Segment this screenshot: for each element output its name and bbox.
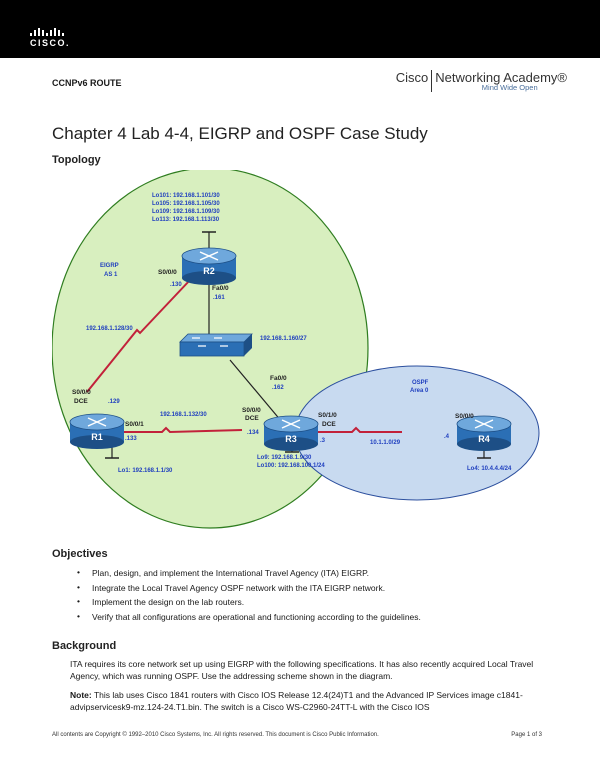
note-paragraph: Note: This lab uses Cisco 1841 routers w… — [70, 689, 540, 713]
r2-loopback-2: Lo105: 192.168.1.105/30 — [152, 201, 220, 207]
link-switch-r3 — [229, 359, 283, 423]
link-r1-r2-subnet: 192.168.1.128/30 — [86, 326, 133, 332]
r3-s010-label: S0/1/0 — [318, 412, 337, 419]
academy-tagline: Mind Wide Open — [481, 83, 538, 92]
topology-heading: Topology — [52, 154, 101, 166]
networking-academy-logo: Cisco Networking Academy® Mind Wide Open — [396, 70, 567, 92]
r1-dce-label: DCE — [74, 398, 88, 405]
page-number: Page 1 of 3 — [511, 732, 542, 738]
footer: All contents are Copyright © 1992–2010 C… — [52, 732, 542, 738]
switch-icon — [179, 333, 253, 357]
objective-item: Integrate the Local Travel Agency OSPF n… — [77, 582, 421, 593]
topology-diagram: R2 R1 R3 R4 EIGRP AS 1 OSPF Area 0 Lo101… — [52, 170, 540, 529]
r3-dce-label: DCE — [245, 415, 259, 422]
r1-s001-ip: .133 — [125, 436, 137, 442]
link-r3-r4 — [292, 426, 402, 433]
cisco-logo: CISCO. — [30, 28, 70, 48]
link-r3-r4-subnet: 10.1.1.0/29 — [370, 440, 401, 446]
r2-loopback-3: Lo109: 192.168.1.109/30 — [152, 209, 220, 215]
r2-fa00-ip: .161 — [213, 295, 225, 301]
r3-s000-label: S0/0/0 — [242, 407, 261, 414]
router-r2-label: R2 — [203, 266, 215, 276]
objective-item: Implement the design on the lab routers. — [77, 596, 421, 607]
academy-brand: Cisco — [395, 70, 429, 85]
r3-loopback-1: Lo9: 192.168.1.9/30 — [257, 455, 312, 461]
r3-loopback-2: Lo100: 192.168.100.1/24 — [257, 463, 325, 469]
note-label: Note: — [70, 690, 92, 700]
course-name: CCNPv6 ROUTE — [52, 78, 122, 88]
footer-copyright: All contents are Copyright © 1992–2010 C… — [52, 732, 379, 738]
router-r1-label: R1 — [91, 432, 103, 442]
r1-s000-ip: .129 — [108, 399, 120, 405]
note-text: This lab uses Cisco 1841 routers with Ci… — [70, 690, 523, 712]
academy-name: Networking Academy® — [435, 70, 567, 85]
router-r1-icon — [69, 413, 125, 449]
ospf-area-label: Area 0 — [410, 388, 429, 394]
objective-item: Plan, design, and implement the Internat… — [77, 567, 421, 578]
r3-dce2-label: DCE — [322, 421, 336, 428]
switch-subnet: 192.168.1.160/27 — [260, 336, 307, 342]
r2-s000-label: S0/0/0 — [158, 269, 177, 276]
router-r2-icon — [181, 247, 237, 285]
link-r1-r2 — [86, 261, 208, 393]
r3-s010-ip: .3 — [320, 438, 326, 444]
r2-fa00-label: Fa0/0 — [212, 285, 229, 292]
background-paragraph: ITA requires its core network set up usi… — [70, 659, 534, 681]
router-r3-label: R3 — [285, 434, 297, 444]
r4-s000-ip: .4 — [444, 434, 450, 440]
r1-s000-label: S0/0/0 — [72, 389, 91, 396]
router-r3-icon — [263, 415, 319, 451]
r3-fa00-label: Fa0/0 — [270, 375, 287, 382]
r1-s001-label: S0/0/1 — [125, 421, 144, 428]
router-r4-icon — [456, 415, 512, 451]
link-r1-r3-subnet: 192.168.1.132/30 — [160, 412, 207, 418]
background-heading: Background — [52, 640, 117, 652]
cisco-wordmark: CISCO. — [30, 38, 71, 48]
r2-loopback-1: Lo101: 192.168.1.101/30 — [152, 193, 220, 199]
r4-s000-label: S0/0/0 — [455, 413, 474, 420]
eigrp-label: EIGRP — [100, 263, 119, 269]
r4-loopback: Lo4: 10.4.4.4/24 — [467, 466, 512, 472]
r2-s000-ip: .130 — [170, 282, 182, 288]
cisco-bars-icon — [30, 28, 70, 36]
r3-s000-ip: .134 — [247, 430, 259, 436]
header-bar: CISCO. — [0, 0, 600, 58]
academy-divider — [431, 70, 433, 92]
ospf-label: OSPF — [412, 380, 429, 386]
r3-fa00-ip: .162 — [272, 385, 284, 391]
router-r4-label: R4 — [478, 434, 490, 444]
r1-loopback: Lo1: 192.168.1.1/30 — [118, 468, 173, 474]
objective-item: Verify that all configurations are opera… — [77, 611, 421, 622]
page-title: Chapter 4 Lab 4-4, EIGRP and OSPF Case S… — [52, 124, 428, 143]
eigrp-as-label: AS 1 — [104, 272, 118, 278]
objectives-list: Plan, design, and implement the Internat… — [77, 567, 421, 626]
link-r1-r3 — [94, 426, 243, 434]
objectives-heading: Objectives — [52, 548, 108, 560]
r2-loopback-4: Lo113: 192.168.1.113/30 — [152, 217, 220, 223]
